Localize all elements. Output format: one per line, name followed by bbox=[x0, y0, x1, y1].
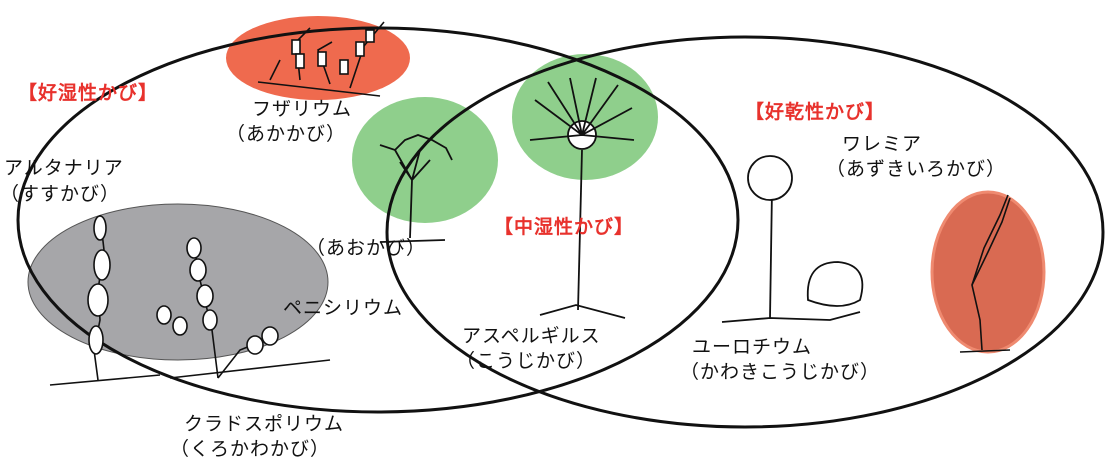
cladosporium-common-name: （くろかわかび） bbox=[170, 438, 331, 460]
wallemia-illustration bbox=[959, 194, 1011, 353]
cladosporium-illustration bbox=[156, 237, 331, 379]
wallemia-common-name: （あずきいろかび） bbox=[826, 158, 1007, 180]
penicillium-common-name: （あおかび） bbox=[306, 237, 427, 259]
alternaria-illustration bbox=[49, 214, 161, 386]
aspergillus-illustration bbox=[529, 77, 635, 319]
alternaria-highlight bbox=[27, 203, 329, 361]
wallemia-highlight bbox=[930, 190, 1046, 354]
aspergillus-highlight bbox=[512, 54, 658, 180]
category-label-humid: 【好湿性かび】 bbox=[18, 82, 159, 104]
aspergillus-common-name: （こうじかび） bbox=[456, 350, 597, 372]
cladosporium-name: クラドスポリウム bbox=[184, 413, 345, 435]
alternaria-name: アルタナリア bbox=[4, 157, 124, 179]
wallemia-name: ワレミア bbox=[842, 133, 923, 155]
eurotium-common-name: （かわきこうじかび） bbox=[680, 361, 881, 383]
eurotium-illustration bbox=[721, 155, 864, 323]
fusarium-name: フザリウム bbox=[252, 98, 353, 120]
category-label-dry: 【好乾性かび】 bbox=[745, 101, 886, 123]
fusarium-illustration bbox=[257, 21, 385, 97]
alternaria-common-name: （すすかび） bbox=[0, 183, 121, 205]
fusarium-common-name: （あかかび） bbox=[226, 123, 347, 145]
aspergillus-name: アスペルギルス bbox=[462, 325, 601, 347]
category-label-medium: 【中湿性かび】 bbox=[494, 216, 635, 238]
eurotium-name: ユーロチウム bbox=[692, 336, 813, 358]
dry-mold-circle bbox=[385, 35, 1105, 429]
penicillium-name: ペニシリウム bbox=[283, 297, 404, 319]
penicillium-illustration bbox=[379, 134, 453, 243]
penicillium-highlight bbox=[352, 97, 498, 223]
